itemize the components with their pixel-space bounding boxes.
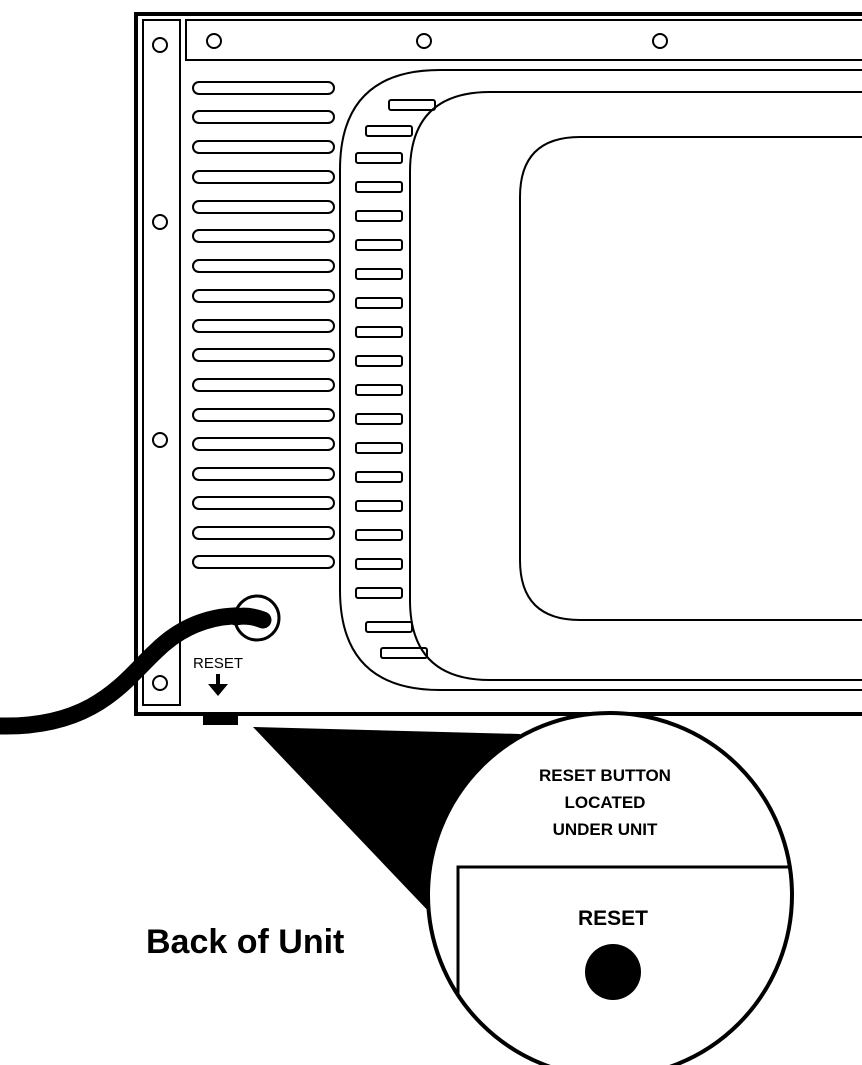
cord-end [227, 607, 272, 629]
callout-line-1: RESET BUTTON [539, 766, 671, 785]
magnifier-circle [426, 711, 794, 1065]
reset-button-tab [203, 714, 238, 725]
vent-slot [355, 326, 403, 338]
top-mounting-rail [185, 19, 862, 61]
vent-slot [192, 140, 335, 154]
unit-housing [134, 12, 862, 716]
vent-slot [192, 259, 335, 273]
screw-hole-icon [152, 675, 168, 691]
vent-slot [192, 81, 335, 95]
vent-slot [380, 647, 428, 659]
vent-slot [192, 378, 335, 392]
vent-panel-inner [409, 91, 862, 681]
vent-slot [355, 181, 403, 193]
vent-slot [192, 526, 335, 540]
reset-small-label: RESET [193, 655, 243, 672]
vent-slot [192, 200, 335, 214]
screw-holes [152, 33, 668, 691]
unit-outer-frame [134, 12, 862, 716]
screw-hole-icon [652, 33, 668, 49]
vent-slot [355, 210, 403, 222]
vent-slot [192, 467, 335, 481]
vent-slot [192, 348, 335, 362]
power-cord-line [0, 607, 269, 735]
vent-slot [192, 555, 335, 569]
vent-slot [192, 319, 335, 333]
vent-slot [355, 471, 403, 483]
screw-hole-icon [416, 33, 432, 49]
power-cord [0, 594, 281, 735]
vent-slot [192, 289, 335, 303]
vent-slot [192, 408, 335, 422]
screw-hole-icon [152, 214, 168, 230]
magnified-detail: RESET BUTTON LOCATED UNDER UNIT RESET [426, 711, 794, 1065]
left-mounting-rail [142, 19, 181, 706]
vent-slot [355, 297, 403, 309]
vent-slot [355, 384, 403, 396]
detail-reset-label: RESET [578, 907, 648, 930]
center-panel [519, 136, 862, 621]
figure-caption: Back of Unit [146, 923, 344, 961]
vent-slot [355, 355, 403, 367]
vent-panel-outer [339, 69, 862, 691]
vent-slot [192, 496, 335, 510]
vent-slot [355, 500, 403, 512]
callout-line-2: LOCATED [565, 793, 646, 812]
vent-slot [365, 125, 413, 137]
vent-slot [355, 152, 403, 164]
reset-button-icon [585, 944, 641, 1000]
vent-slot [192, 229, 335, 243]
vent-slot [192, 170, 335, 184]
vent-slot [192, 437, 335, 451]
vent-slot [365, 621, 413, 633]
screw-hole-icon [206, 33, 222, 49]
vent-slot [388, 99, 436, 111]
vent-slots-short [355, 99, 436, 659]
callout-line-3: UNDER UNIT [553, 820, 658, 839]
vent-slot [192, 110, 335, 124]
vent-slot [355, 442, 403, 454]
screw-hole-icon [152, 37, 168, 53]
vent-slot [355, 268, 403, 280]
vent-slot [355, 413, 403, 425]
vent-slot [355, 529, 403, 541]
vent-slot [355, 558, 403, 570]
vent-slot [355, 239, 403, 251]
vent-slots-long [192, 81, 335, 569]
vent-slot [355, 587, 403, 599]
arrow-down-icon [208, 674, 228, 696]
screw-hole-icon [152, 432, 168, 448]
